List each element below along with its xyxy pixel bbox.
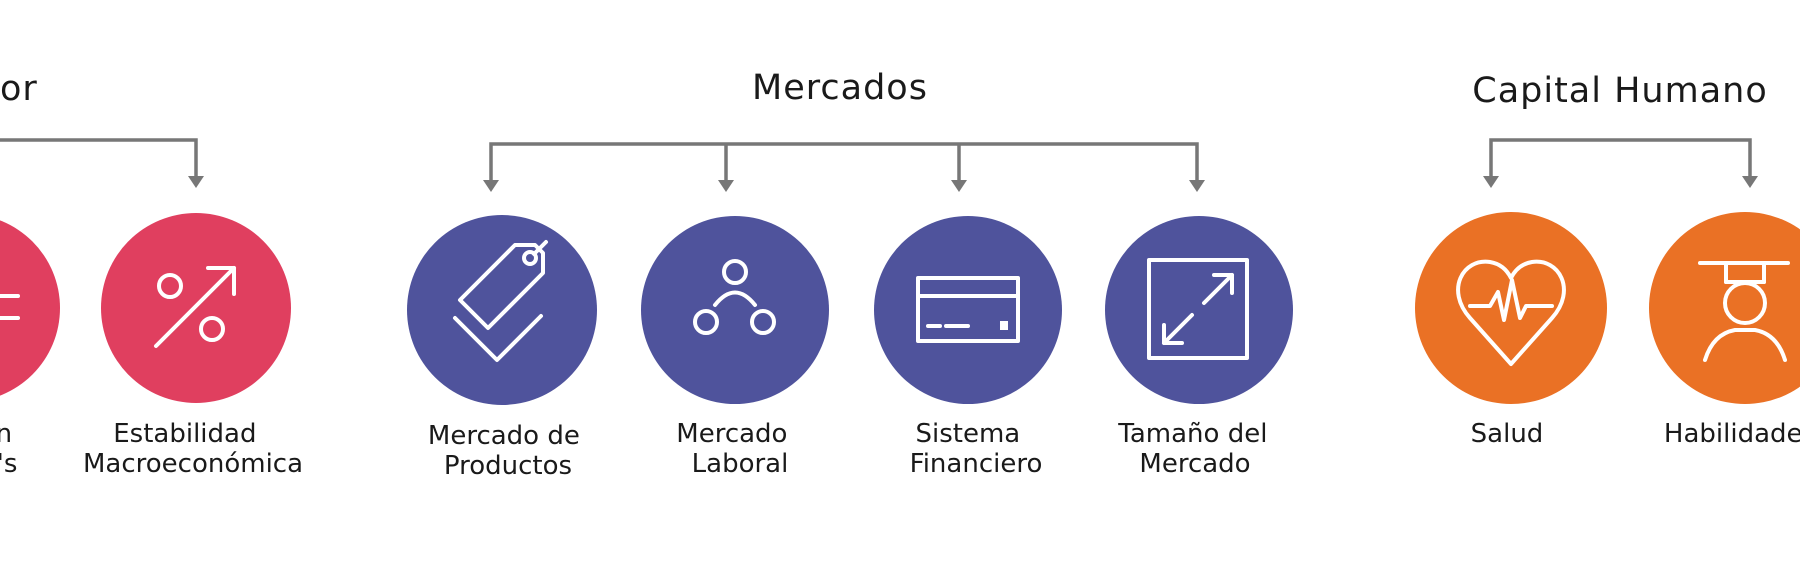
node-circle [641,216,829,404]
node-left-cutoff: ón C's [0,220,60,479]
node-label: Habilidades [1664,419,1800,449]
credit-card-icon [916,276,1020,343]
node-salud: Salud [1415,212,1607,449]
node-label: Salud [1471,419,1544,449]
node-circle [407,215,597,405]
arrowhead [718,180,734,192]
arrowhead [483,180,499,192]
node-label: Sistema Financiero [910,419,1043,479]
node-label: Tamaño del Mercado [1117,419,1275,479]
group-left: or ón C's Estabilidad [0,69,303,479]
arrowhead [188,176,204,188]
people-network-icon [693,259,776,335]
node-habilidades: Habilidades [1649,212,1800,449]
price-tag-icon [453,240,548,362]
node-tamano-del-mercado: Tamaño del Mercado [1105,216,1293,479]
group-title-capital-humano: Capital Humano [1472,71,1768,111]
equals-icon [0,294,20,320]
connector-mercados [489,142,1199,180]
node-circle [1415,212,1607,404]
group-capital-humano: Capital Humano Salud [1415,71,1800,449]
group-title-mercados: Mercados [752,68,928,108]
node-circle [0,220,60,396]
node-label: Mercado de Productos [428,421,588,481]
node-circle [874,216,1062,404]
node-circle [1105,216,1293,404]
group-mercados: Mercados Mercado de Productos [407,68,1293,481]
heart-pulse-icon [1456,259,1566,366]
node-label: Estabilidad Macroeconómica [83,419,303,479]
node-mercado-de-productos: Mercado de Productos [407,215,597,481]
expand-icon [1147,258,1249,360]
node-label: Mercado Laboral [676,419,795,479]
arrowhead [1189,180,1205,192]
arrowhead [951,180,967,192]
arrowhead [1742,176,1758,188]
connector-capital-humano [1489,138,1752,176]
growth-percent-icon [154,266,236,348]
group-title-left: or [0,69,38,109]
node-estabilidad-macroeconomica: Estabilidad Macroeconómica [83,213,303,479]
node-sistema-financiero: Sistema Financiero [874,216,1062,479]
connector-left [0,138,198,176]
arrowhead [1483,176,1499,188]
graduate-icon [1698,261,1790,362]
node-mercado-laboral: Mercado Laboral [641,216,829,479]
node-label: ón C's [0,419,20,479]
